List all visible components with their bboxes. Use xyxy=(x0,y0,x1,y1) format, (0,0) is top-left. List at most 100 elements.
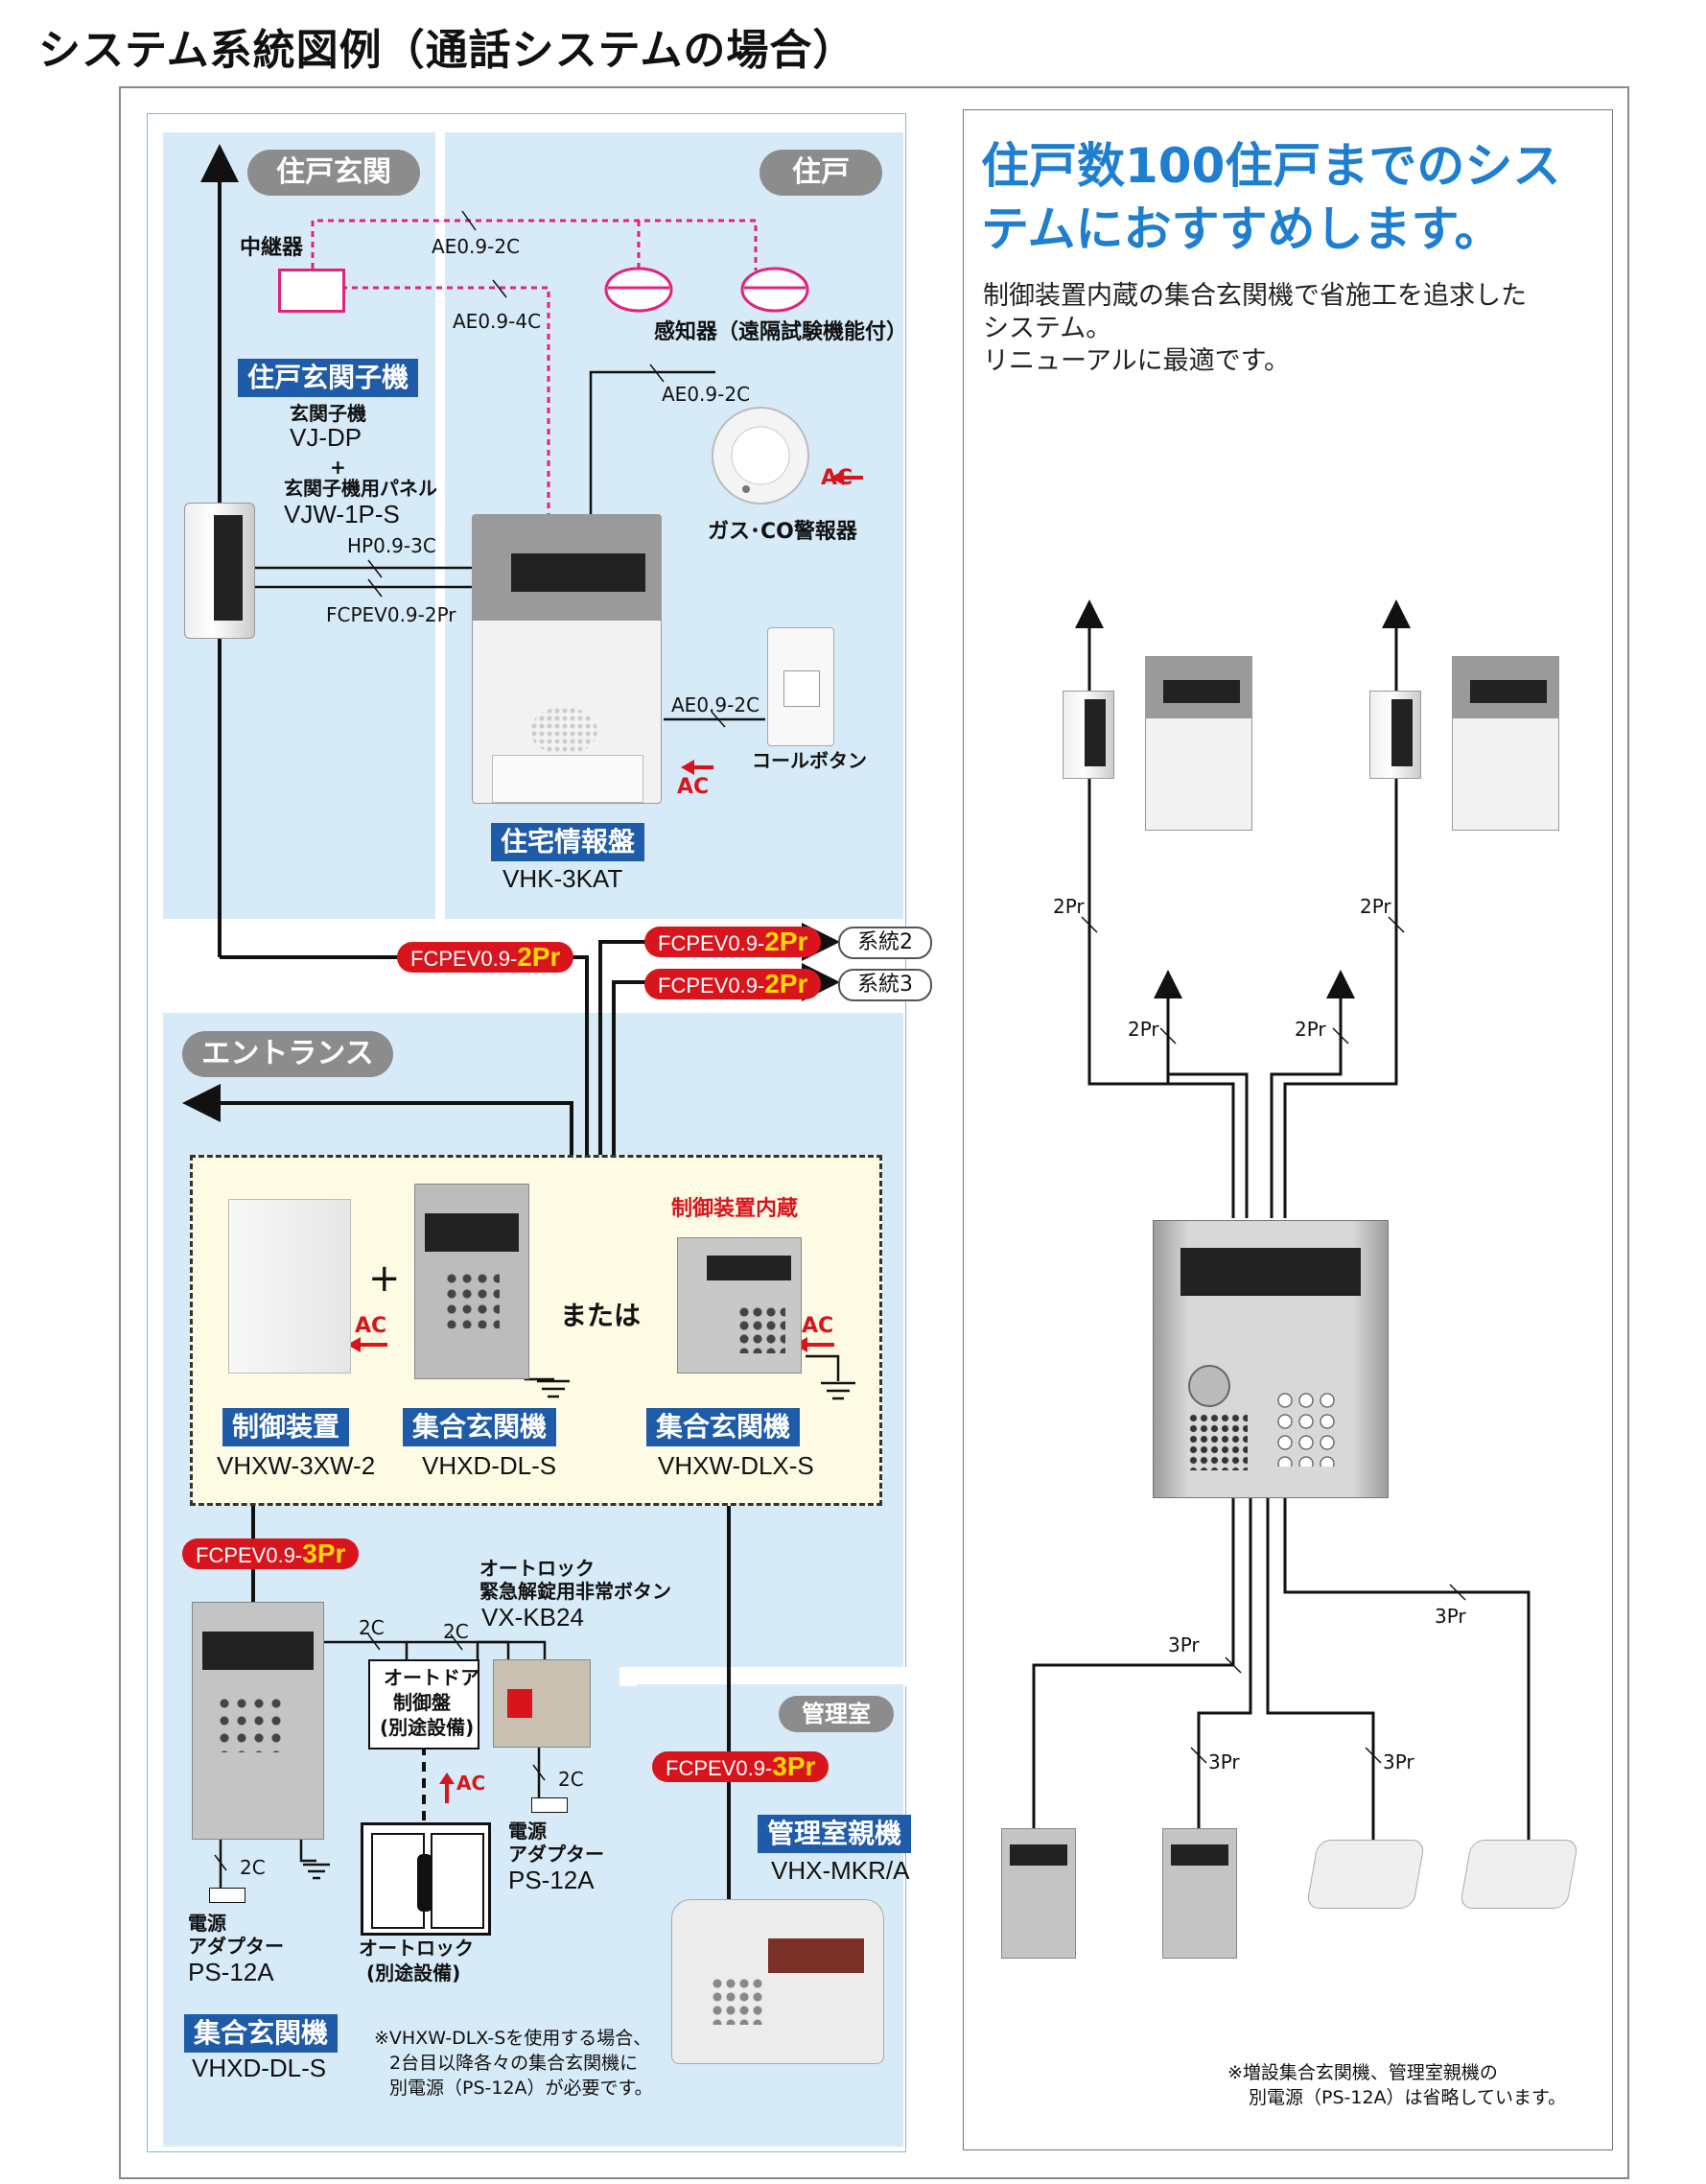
psu-right-text2: アダプター xyxy=(508,1843,604,1866)
cable-fcpev-3pr-master: FCPEV0.9-3Pr xyxy=(652,1751,830,1782)
system-2-pill: 系統2 xyxy=(838,927,932,959)
right-master-2 xyxy=(1459,1840,1579,1909)
lobby2-label: 集合玄関機 xyxy=(646,1408,801,1446)
door-unit-plus: + xyxy=(330,456,346,479)
psu-left-text1: 電源 xyxy=(188,1912,226,1935)
zone-label-jukobo-genkan: 住戸玄関 xyxy=(247,150,420,196)
zone-label-jukobo: 住戸 xyxy=(760,150,882,196)
lobby3-2c-a: 2C xyxy=(359,1616,385,1639)
right-lobby-main xyxy=(1153,1220,1389,1498)
lobby3-model: VHXD-DL-S xyxy=(192,2054,327,2082)
lobby2-ac: AC xyxy=(802,1314,834,1338)
autodoor-text1: オートドア xyxy=(384,1666,479,1689)
cable-hp-3c: HP0.9-3C xyxy=(347,534,436,557)
right-note: ※増設集合玄関機、管理室親機の 別電源（PS-12A）は省略しています。 xyxy=(1227,2060,1566,2110)
psu-right-model: PS-12A xyxy=(508,1866,595,1894)
autodoor-text2: 制御盤 xyxy=(393,1691,451,1714)
lobby-model: VHXD-DL-S xyxy=(422,1451,557,1480)
call-button-device xyxy=(767,627,834,746)
right-wiring xyxy=(1032,599,1531,1851)
cable-fcpev-2pr: FCPEV0.9-2Pr xyxy=(326,603,456,626)
right-heading: 住戸数100住戸までのシステムにおすすめします。 xyxy=(981,138,1561,257)
autodoor-box xyxy=(368,1659,479,1750)
info-panel-model: VHK-3KAT xyxy=(502,864,623,893)
door-unit-label: 住戸玄関子機 xyxy=(238,359,419,397)
or-text: または xyxy=(560,1300,642,1331)
lobby2-device xyxy=(677,1237,802,1374)
control-label: 制御装置 xyxy=(222,1408,350,1446)
call-button-label: コールボタン xyxy=(752,749,867,772)
autodoor-ac: AC xyxy=(456,1772,486,1795)
control-model: VHXW-3XW-2 xyxy=(217,1451,376,1480)
psu-left-icon xyxy=(209,1888,245,1903)
psu-left-text2: アダプター xyxy=(188,1935,284,1958)
info-panel-label: 住宅情報盤 xyxy=(491,823,645,861)
right-panel-frame xyxy=(963,109,1613,2150)
right-master-1 xyxy=(1305,1840,1426,1909)
repeater-box xyxy=(278,269,345,313)
psu-right-text1: 電源 xyxy=(508,1820,547,1843)
right-desc-line2: システム。 xyxy=(983,314,1112,343)
zone-label-entrance: エントランス xyxy=(182,1031,393,1077)
system-3-pill: 系統3 xyxy=(838,969,932,1001)
gas-alarm-icon xyxy=(712,407,809,505)
autolock-btn-text1: オートロック xyxy=(479,1557,595,1580)
sensor-icons xyxy=(604,267,809,313)
right-desc-line3: リニューアルに最適です。 xyxy=(983,346,1290,376)
info-panel-device xyxy=(472,514,662,804)
cable-ae-2c-call: AE0.9-2C xyxy=(671,693,760,716)
door-unit-device xyxy=(184,503,255,639)
left-footnote-line2: 2台目以降各々の集合玄関機に xyxy=(389,2053,639,2074)
lobby2-model: VHXW-DLX-S xyxy=(658,1451,814,1480)
autolock-button-device xyxy=(493,1659,591,1748)
lobby3-label: 集合玄関機 xyxy=(184,2014,339,2053)
master-model: VHX-MKR/A xyxy=(771,1856,910,1885)
right-3pr-c: 3Pr xyxy=(1383,1750,1414,1773)
right-description: 制御装置内蔵の集合玄関機で省施工を追求した システム。 リニューアルに最適です。 xyxy=(983,280,1577,378)
psu-left-model: PS-12A xyxy=(188,1958,274,1986)
lobby-device xyxy=(414,1184,529,1379)
right-2pr-d: 2Pr xyxy=(1295,1018,1326,1041)
door-unit-sub2: 玄関子機用パネル xyxy=(284,477,437,500)
control-plus: + xyxy=(368,1256,401,1301)
right-door-unit-1 xyxy=(1063,691,1114,779)
master-device xyxy=(671,1899,884,2064)
autolock-btn-text2: 緊急解錠用非常ボタン xyxy=(479,1580,671,1603)
master-label: 管理室親機 xyxy=(758,1815,912,1853)
page-title: システム系統図例（通話システムの場合） xyxy=(38,26,856,75)
builtin-label: 制御装置内蔵 xyxy=(671,1197,799,1221)
right-info-panel-1 xyxy=(1145,656,1252,831)
lobby3-device xyxy=(192,1602,324,1840)
autodoor-text3: (別途設備) xyxy=(380,1716,475,1739)
left-panel-frame xyxy=(147,113,906,2152)
left-footnote-line1: ※VHXW-DLX-Sを使用する場合、 xyxy=(374,2028,652,2049)
right-3pr-a: 3Pr xyxy=(1168,1633,1200,1656)
zone-entrance-cut xyxy=(619,1667,907,1686)
cable-ae-4c: AE0.9-4C xyxy=(453,310,542,333)
door-unit-model2: VJW-1P-S xyxy=(284,500,400,528)
call-button-ac: AC xyxy=(677,775,710,799)
right-lobby-1 xyxy=(1001,1828,1076,1959)
right-note-line2: 別電源（PS-12A）は省略しています。 xyxy=(1249,2087,1567,2108)
autolock-text2: (別途設備) xyxy=(366,1961,461,1984)
left-footnote-line3: 別電源（PS-12A）が必要です。 xyxy=(389,2078,653,2099)
cable-ae-2c-top: AE0.9-2C xyxy=(432,235,521,258)
repeater-label: 中継器 xyxy=(240,236,304,260)
door-unit-sub1: 玄関子機 xyxy=(290,402,366,425)
gas-alarm-label: ガス･CO警報器 xyxy=(708,520,857,544)
cable-fcpev-2pr-sys3: FCPEV0.9-2Pr xyxy=(644,969,822,999)
zone-label-kanrishitsu: 管理室 xyxy=(779,1696,894,1732)
gas-alarm-ac: AC xyxy=(821,466,853,490)
right-3pr-d: 3Pr xyxy=(1435,1605,1466,1628)
cable-fcpev-2pr-main: FCPEV0.9-2Pr xyxy=(397,942,574,973)
right-2pr-c: 2Pr xyxy=(1128,1018,1159,1041)
autolock-door-icon xyxy=(361,1822,491,1936)
right-note-line1: ※増設集合玄関機、管理室親機の xyxy=(1227,2062,1498,2083)
right-lobby-2 xyxy=(1162,1828,1237,1959)
cable-fcpev-2pr-sys2: FCPEV0.9-2Pr xyxy=(644,927,822,957)
right-3pr-b: 3Pr xyxy=(1208,1750,1240,1773)
outer-frame xyxy=(119,86,1629,2179)
lobby-label: 集合玄関機 xyxy=(403,1408,557,1446)
autolock-btn-model: VX-KB24 xyxy=(481,1603,584,1632)
control-ac: AC xyxy=(355,1314,387,1338)
